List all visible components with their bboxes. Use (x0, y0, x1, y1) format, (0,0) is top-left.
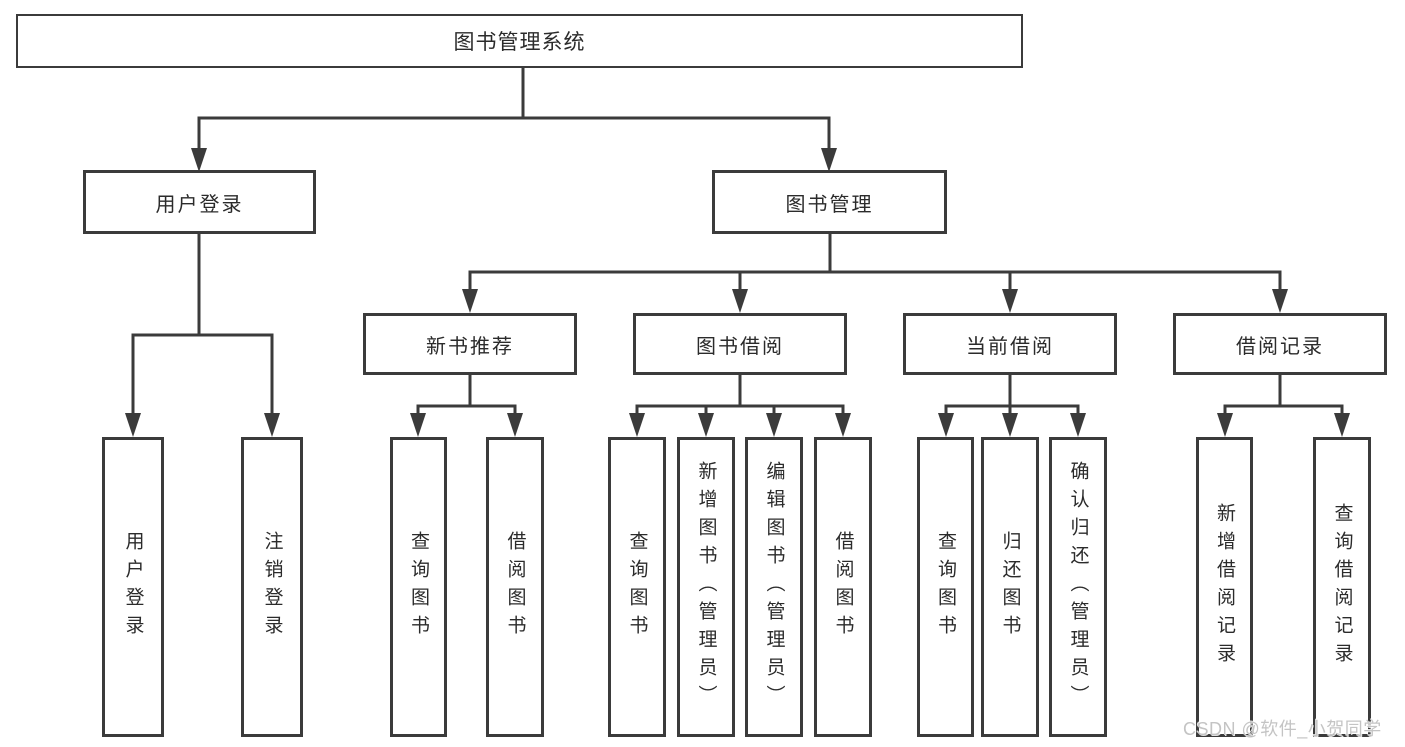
node-book-management: 图书管理 (712, 170, 947, 234)
node-label: 图书借阅 (696, 335, 784, 358)
leaf-label: 查询图书 (408, 531, 429, 643)
node-label: 当前借阅 (966, 335, 1054, 358)
leaf-edit-book-admin: 编辑图书（管理员） (745, 437, 803, 737)
leaf-borrow-book: 借阅图书 (814, 437, 872, 737)
leaf-user-login: 用户登录 (102, 437, 164, 737)
leaf-add-book-admin: 新增图书（管理员） (677, 437, 735, 737)
node-label: 新书推荐 (426, 335, 514, 358)
leaf-label: 归还图书 (999, 531, 1021, 643)
leaf-label: 查询借阅记录 (1331, 503, 1353, 671)
node-current-borrowing: 当前借阅 (903, 313, 1117, 375)
leaf-label: 查询图书 (626, 531, 648, 643)
leaf-label: 用户登录 (122, 531, 144, 643)
leaf-label: 借阅图书 (504, 531, 526, 643)
leaf-label: 注销登录 (261, 531, 283, 643)
leaf-logout: 注销登录 (241, 437, 303, 737)
leaf-label: 确认归还（管理员） (1067, 461, 1089, 713)
leaf-confirm-return-admin: 确认归还（管理员） (1049, 437, 1107, 737)
node-label: 用户登录 (155, 193, 244, 216)
leaf-label: 编辑图书（管理员） (763, 461, 785, 713)
leaf-label: 新增图书（管理员） (695, 461, 717, 713)
leaf-query-books-recommend: 查询图书 (390, 437, 447, 737)
node-book-borrowing: 图书借阅 (633, 313, 847, 375)
leaf-label: 新增借阅记录 (1214, 503, 1235, 671)
leaf-borrow-books-recommend: 借阅图书 (486, 437, 544, 737)
leaf-query-books-borrow: 查询图书 (608, 437, 666, 737)
leaf-add-borrow-record: 新增借阅记录 (1196, 437, 1253, 737)
leaf-query-borrow-record: 查询借阅记录 (1313, 437, 1371, 737)
node-user-login: 用户登录 (83, 170, 316, 234)
csdn-watermark: CSDN @软件_小贺同学 (1183, 719, 1382, 739)
leaf-query-books-current: 查询图书 (917, 437, 974, 737)
node-borrowing-records: 借阅记录 (1173, 313, 1387, 375)
node-label: 图书管理 (785, 193, 874, 216)
node-label: 借阅记录 (1236, 335, 1324, 358)
leaf-return-book: 归还图书 (981, 437, 1039, 737)
node-new-book-recommend: 新书推荐 (363, 313, 577, 375)
leaf-label: 借阅图书 (832, 531, 854, 643)
node-label: 图书管理系统 (453, 31, 586, 54)
node-library-management-system: 图书管理系统 (16, 14, 1023, 68)
leaf-label: 查询图书 (935, 531, 956, 643)
